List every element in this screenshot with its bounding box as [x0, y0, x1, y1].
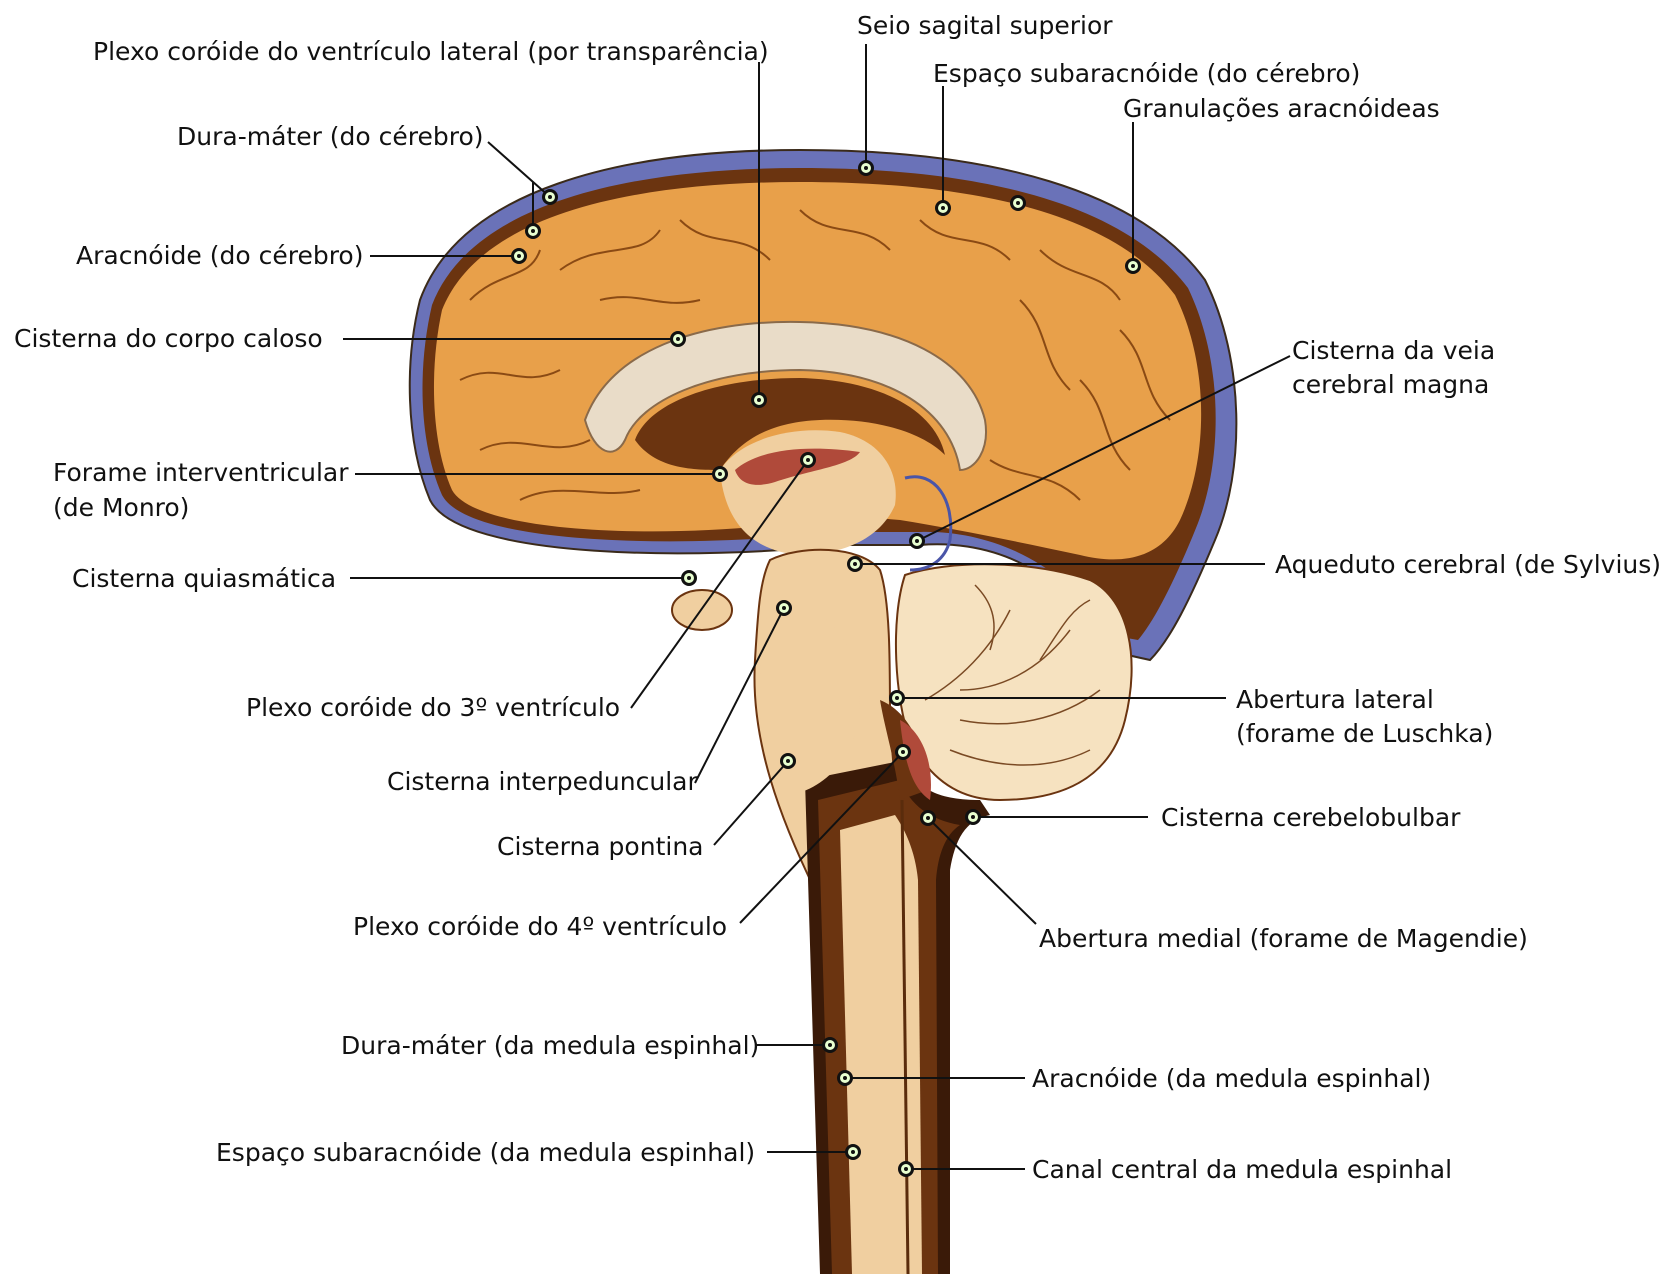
label-espaco-sub-medula: Espaço subaracnóide (da medula espinhal) — [216, 1138, 755, 1167]
label-pin — [858, 160, 874, 176]
label-pin — [712, 466, 728, 482]
label-pin — [898, 1161, 914, 1177]
label-aracnoide-medula: Aracnóide (da medula espinhal) — [1032, 1064, 1431, 1093]
label-plexo-lateral: Plexo coróide do ventrículo lateral (por… — [93, 37, 769, 66]
label-pin — [889, 690, 905, 706]
label-pin — [935, 200, 951, 216]
label-pin — [751, 392, 767, 408]
label-aqueduto: Aqueduto cerebral (de Sylvius) — [1275, 550, 1661, 579]
label-pin — [511, 248, 527, 264]
label-pin — [681, 570, 697, 586]
label-plexo-4: Plexo coróide do 4º ventrículo — [353, 912, 727, 941]
label-pin — [920, 810, 936, 826]
label-abertura-lateral-1: Abertura lateral — [1236, 685, 1434, 714]
label-pin — [542, 189, 558, 205]
label-pin — [847, 556, 863, 572]
label-pin — [837, 1070, 853, 1086]
label-forame-1: Forame interventricular — [53, 458, 349, 487]
label-dura-medula: Dura-máter (da medula espinhal) — [341, 1031, 759, 1060]
leader-dura-cerebro — [488, 142, 550, 197]
label-aracnoide-cerebro: Aracnóide (do cérebro) — [76, 241, 363, 270]
label-espaco-sub-cerebro: Espaço subaracnóide (do cérebro) — [933, 59, 1360, 88]
label-dura-cerebro: Dura-máter (do cérebro) — [177, 122, 484, 151]
label-cisterna-veia-2: cerebral magna — [1292, 370, 1489, 399]
label-forame-2: (de Monro) — [53, 493, 189, 522]
label-abertura-medial: Abertura medial (forame de Magendie) — [1039, 924, 1528, 953]
spinal-cord — [840, 815, 922, 1274]
label-pin — [776, 600, 792, 616]
label-cisterna-veia-1: Cisterna da veia — [1292, 336, 1495, 365]
label-pin — [1125, 258, 1141, 274]
leader-cisterna-pontina — [714, 761, 788, 845]
label-pin — [525, 223, 541, 239]
label-cisterna-interpeduncular: Cisterna interpeduncular — [387, 767, 698, 796]
label-cisterna-quiasmatica: Cisterna quiasmática — [72, 564, 336, 593]
label-pin — [1010, 195, 1026, 211]
label-pin — [670, 331, 686, 347]
label-cisterna-corpo-caloso: Cisterna do corpo caloso — [14, 324, 323, 353]
label-granulacoes: Granulações aracnóideas — [1123, 94, 1440, 123]
label-pin — [822, 1037, 838, 1053]
label-abertura-lateral-2: (forame de Luschka) — [1236, 719, 1493, 748]
label-pin — [780, 753, 796, 769]
label-pin — [965, 809, 981, 825]
label-pin — [800, 452, 816, 468]
label-plexo-3: Plexo coróide do 3º ventrículo — [246, 693, 620, 722]
label-cisterna-cerebelobulbar: Cisterna cerebelobulbar — [1161, 803, 1461, 832]
label-pin — [895, 744, 911, 760]
label-pin — [845, 1144, 861, 1160]
label-cisterna-pontina: Cisterna pontina — [497, 832, 703, 861]
label-canal-central: Canal central da medula espinhal — [1032, 1155, 1452, 1184]
label-seio-sagital: Seio sagital superior — [857, 11, 1113, 40]
label-pin — [909, 533, 925, 549]
